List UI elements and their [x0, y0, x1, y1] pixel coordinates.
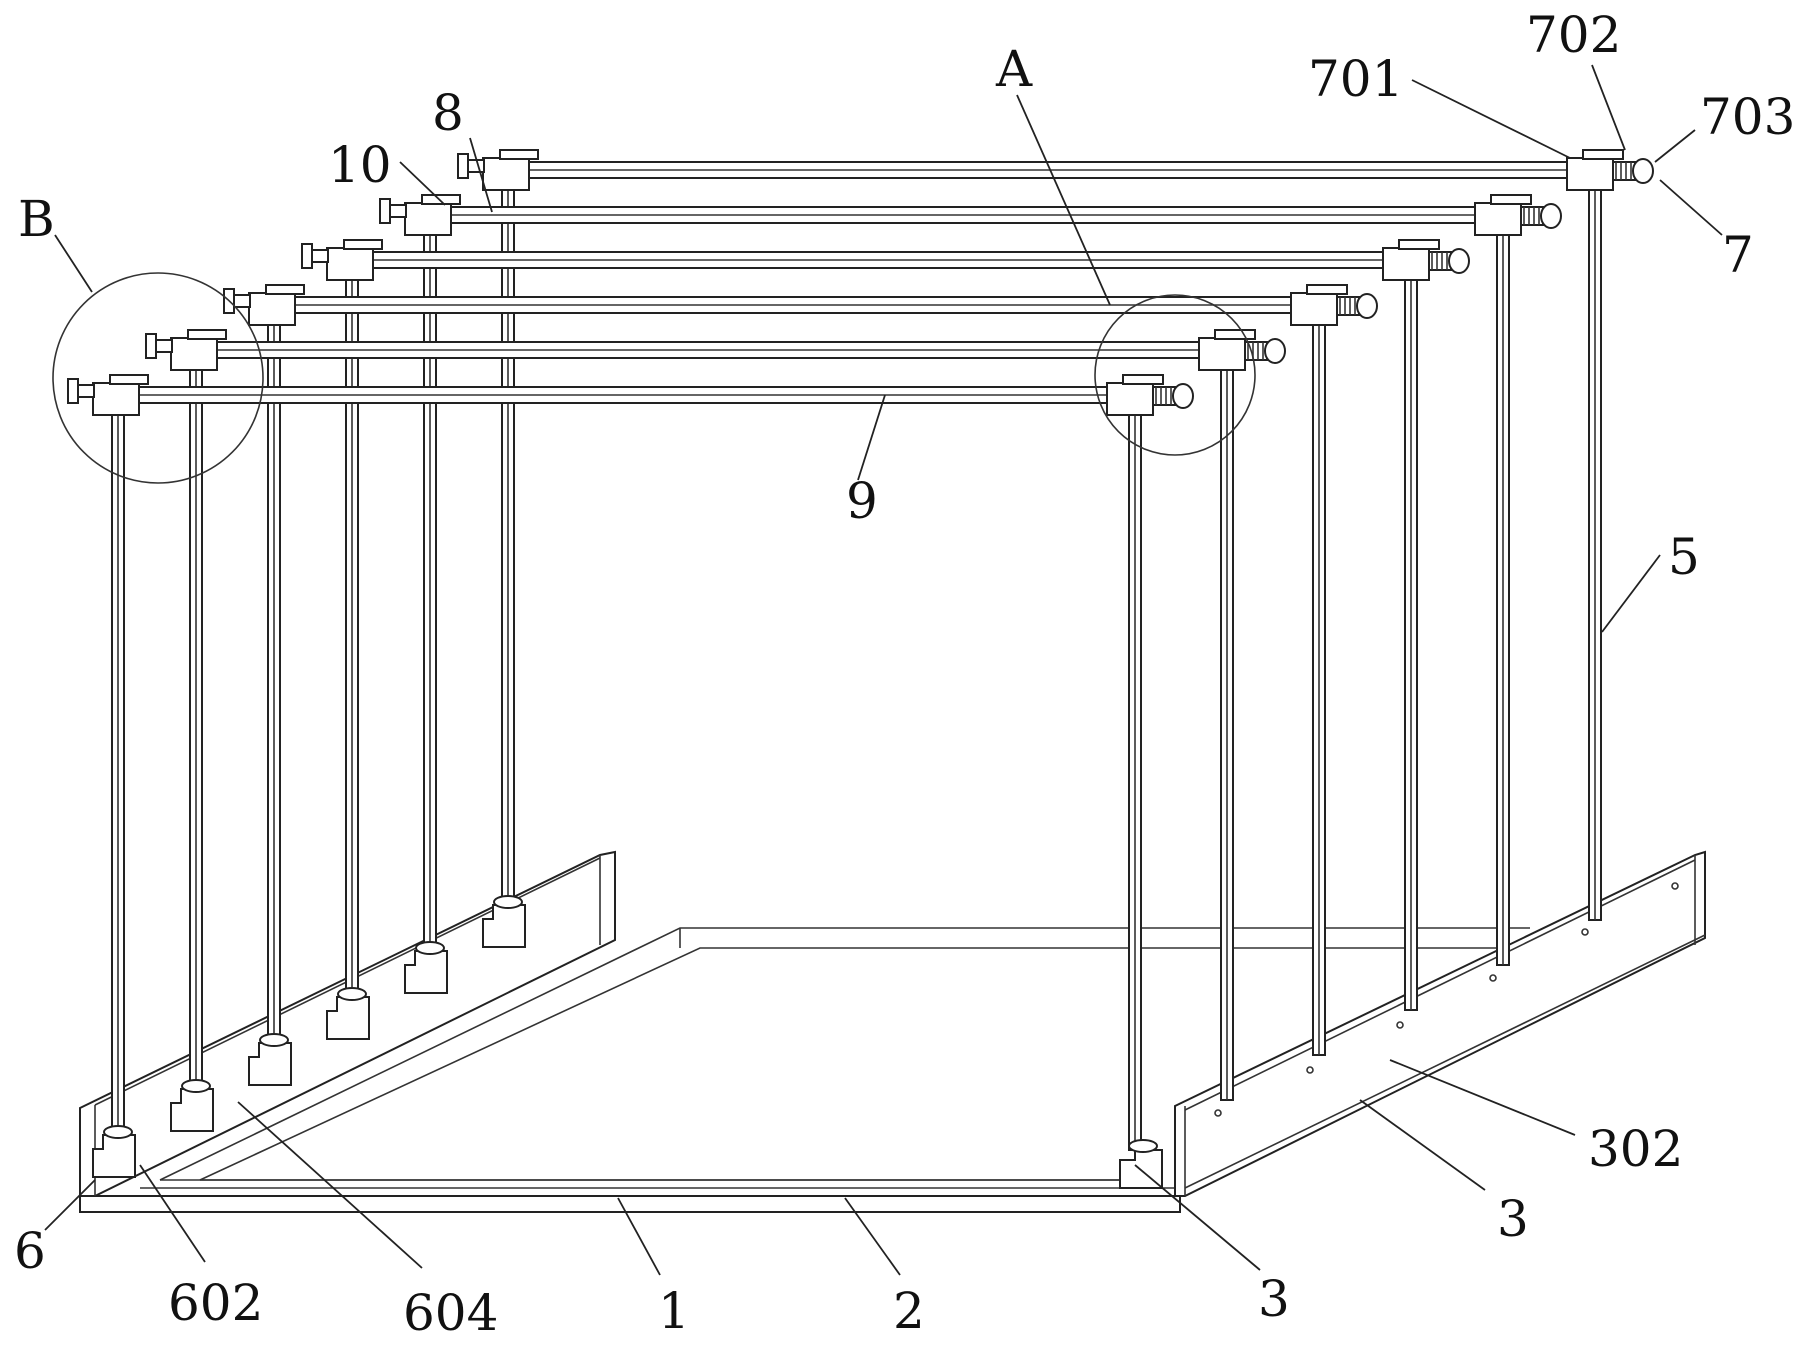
- left-connector-3: [248, 292, 296, 326]
- right-end-knob-5: [1540, 203, 1562, 229]
- label-7: 7: [1722, 226, 1754, 284]
- left-end-shaft-3: [233, 294, 251, 308]
- left-foot-collar-2: [181, 1079, 211, 1093]
- left-end-knob-2: [145, 333, 157, 359]
- label-10: 10: [328, 136, 392, 194]
- left-foot-collar-1: [103, 1125, 133, 1139]
- left-connector-4: [326, 247, 374, 281]
- left-end-shaft-1: [77, 384, 95, 398]
- left-connector-2: [170, 337, 218, 371]
- left-foot-collar-4: [337, 987, 367, 1001]
- detail-circle-a: [1094, 294, 1256, 456]
- cross-bars: [67, 149, 1654, 416]
- left-foot-block-2: [170, 1088, 214, 1132]
- right-end-knob-2: [1264, 338, 1286, 364]
- label-1: 1: [658, 1282, 690, 1340]
- right-connector-3: [1290, 292, 1338, 326]
- left-connector-1: [92, 382, 140, 416]
- left-foot-block-6: [482, 904, 526, 948]
- left-end-shaft-5: [389, 204, 407, 218]
- left-end-knob-5: [379, 198, 391, 224]
- left-foot-collar-5: [415, 941, 445, 955]
- label-6: 6: [14, 1222, 46, 1280]
- right-connector-4: [1382, 247, 1430, 281]
- right-connector-cap-6: [1582, 149, 1624, 160]
- label-701: 701: [1308, 50, 1403, 108]
- left-foot-collar-3: [259, 1033, 289, 1047]
- label-3-right: 3: [1497, 1190, 1529, 1248]
- label-3-bottom: 3: [1258, 1270, 1290, 1328]
- left-end-knob-1: [67, 378, 79, 404]
- label-5: 5: [1668, 528, 1700, 586]
- left-end-shaft-6: [467, 159, 485, 173]
- label-9: 9: [846, 472, 878, 530]
- leader-lines: [44, 64, 1723, 1276]
- right-connector-cap-4: [1398, 239, 1440, 250]
- right-end-knob-3: [1356, 293, 1378, 319]
- left-foot-block-1: [92, 1134, 136, 1178]
- left-foot-block-4: [326, 996, 370, 1040]
- label-602: 602: [168, 1274, 263, 1332]
- detail-circle-b: [52, 272, 264, 484]
- rail-bolt-holes: [1214, 882, 1679, 1117]
- left-foot-block-5: [404, 950, 448, 994]
- right-connector-cap-5: [1490, 194, 1532, 205]
- right-connector-1: [1106, 382, 1154, 416]
- right-end-knob-4: [1448, 248, 1470, 274]
- left-connector-5: [404, 202, 452, 236]
- left-connector-cap-2: [187, 329, 227, 340]
- left-foot-collar-6: [493, 895, 523, 909]
- left-connector-cap-1: [109, 374, 149, 385]
- vertical-columns: [111, 187, 1602, 1151]
- left-connector-cap-5: [421, 194, 461, 205]
- right-end-knob-1: [1172, 383, 1194, 409]
- left-connector-cap-6: [499, 149, 539, 160]
- left-end-shaft-4: [311, 249, 329, 263]
- label-703: 703: [1700, 88, 1795, 146]
- left-foot-block-3: [248, 1042, 292, 1086]
- right-connector-cap-2: [1214, 329, 1256, 340]
- label-2: 2: [893, 1282, 925, 1340]
- label-b: B: [18, 190, 55, 248]
- left-connector-cap-3: [265, 284, 305, 295]
- right-connector-cap-3: [1306, 284, 1348, 295]
- right-connector-cap-1: [1122, 374, 1164, 385]
- label-8: 8: [432, 84, 464, 142]
- label-302: 302: [1588, 1120, 1683, 1178]
- right-connector-6: [1566, 157, 1614, 191]
- right-connector-5: [1474, 202, 1522, 236]
- left-connector-6: [482, 157, 530, 191]
- right-side-rail: [1174, 850, 1706, 1197]
- left-end-shaft-2: [155, 339, 173, 353]
- left-end-knob-4: [301, 243, 313, 269]
- label-604: 604: [403, 1284, 498, 1342]
- left-end-knob-6: [457, 153, 469, 179]
- right-foot-collar: [1128, 1139, 1158, 1153]
- reference-labels: B 10 8 A 701 702 703 7 9 5 302 3 3 1 2 6…: [14, 6, 1795, 1342]
- left-connector-cap-4: [343, 239, 383, 250]
- right-end-knob-6: [1632, 158, 1654, 184]
- label-a: A: [995, 40, 1033, 98]
- right-connector-2: [1198, 337, 1246, 371]
- label-702: 702: [1526, 6, 1621, 64]
